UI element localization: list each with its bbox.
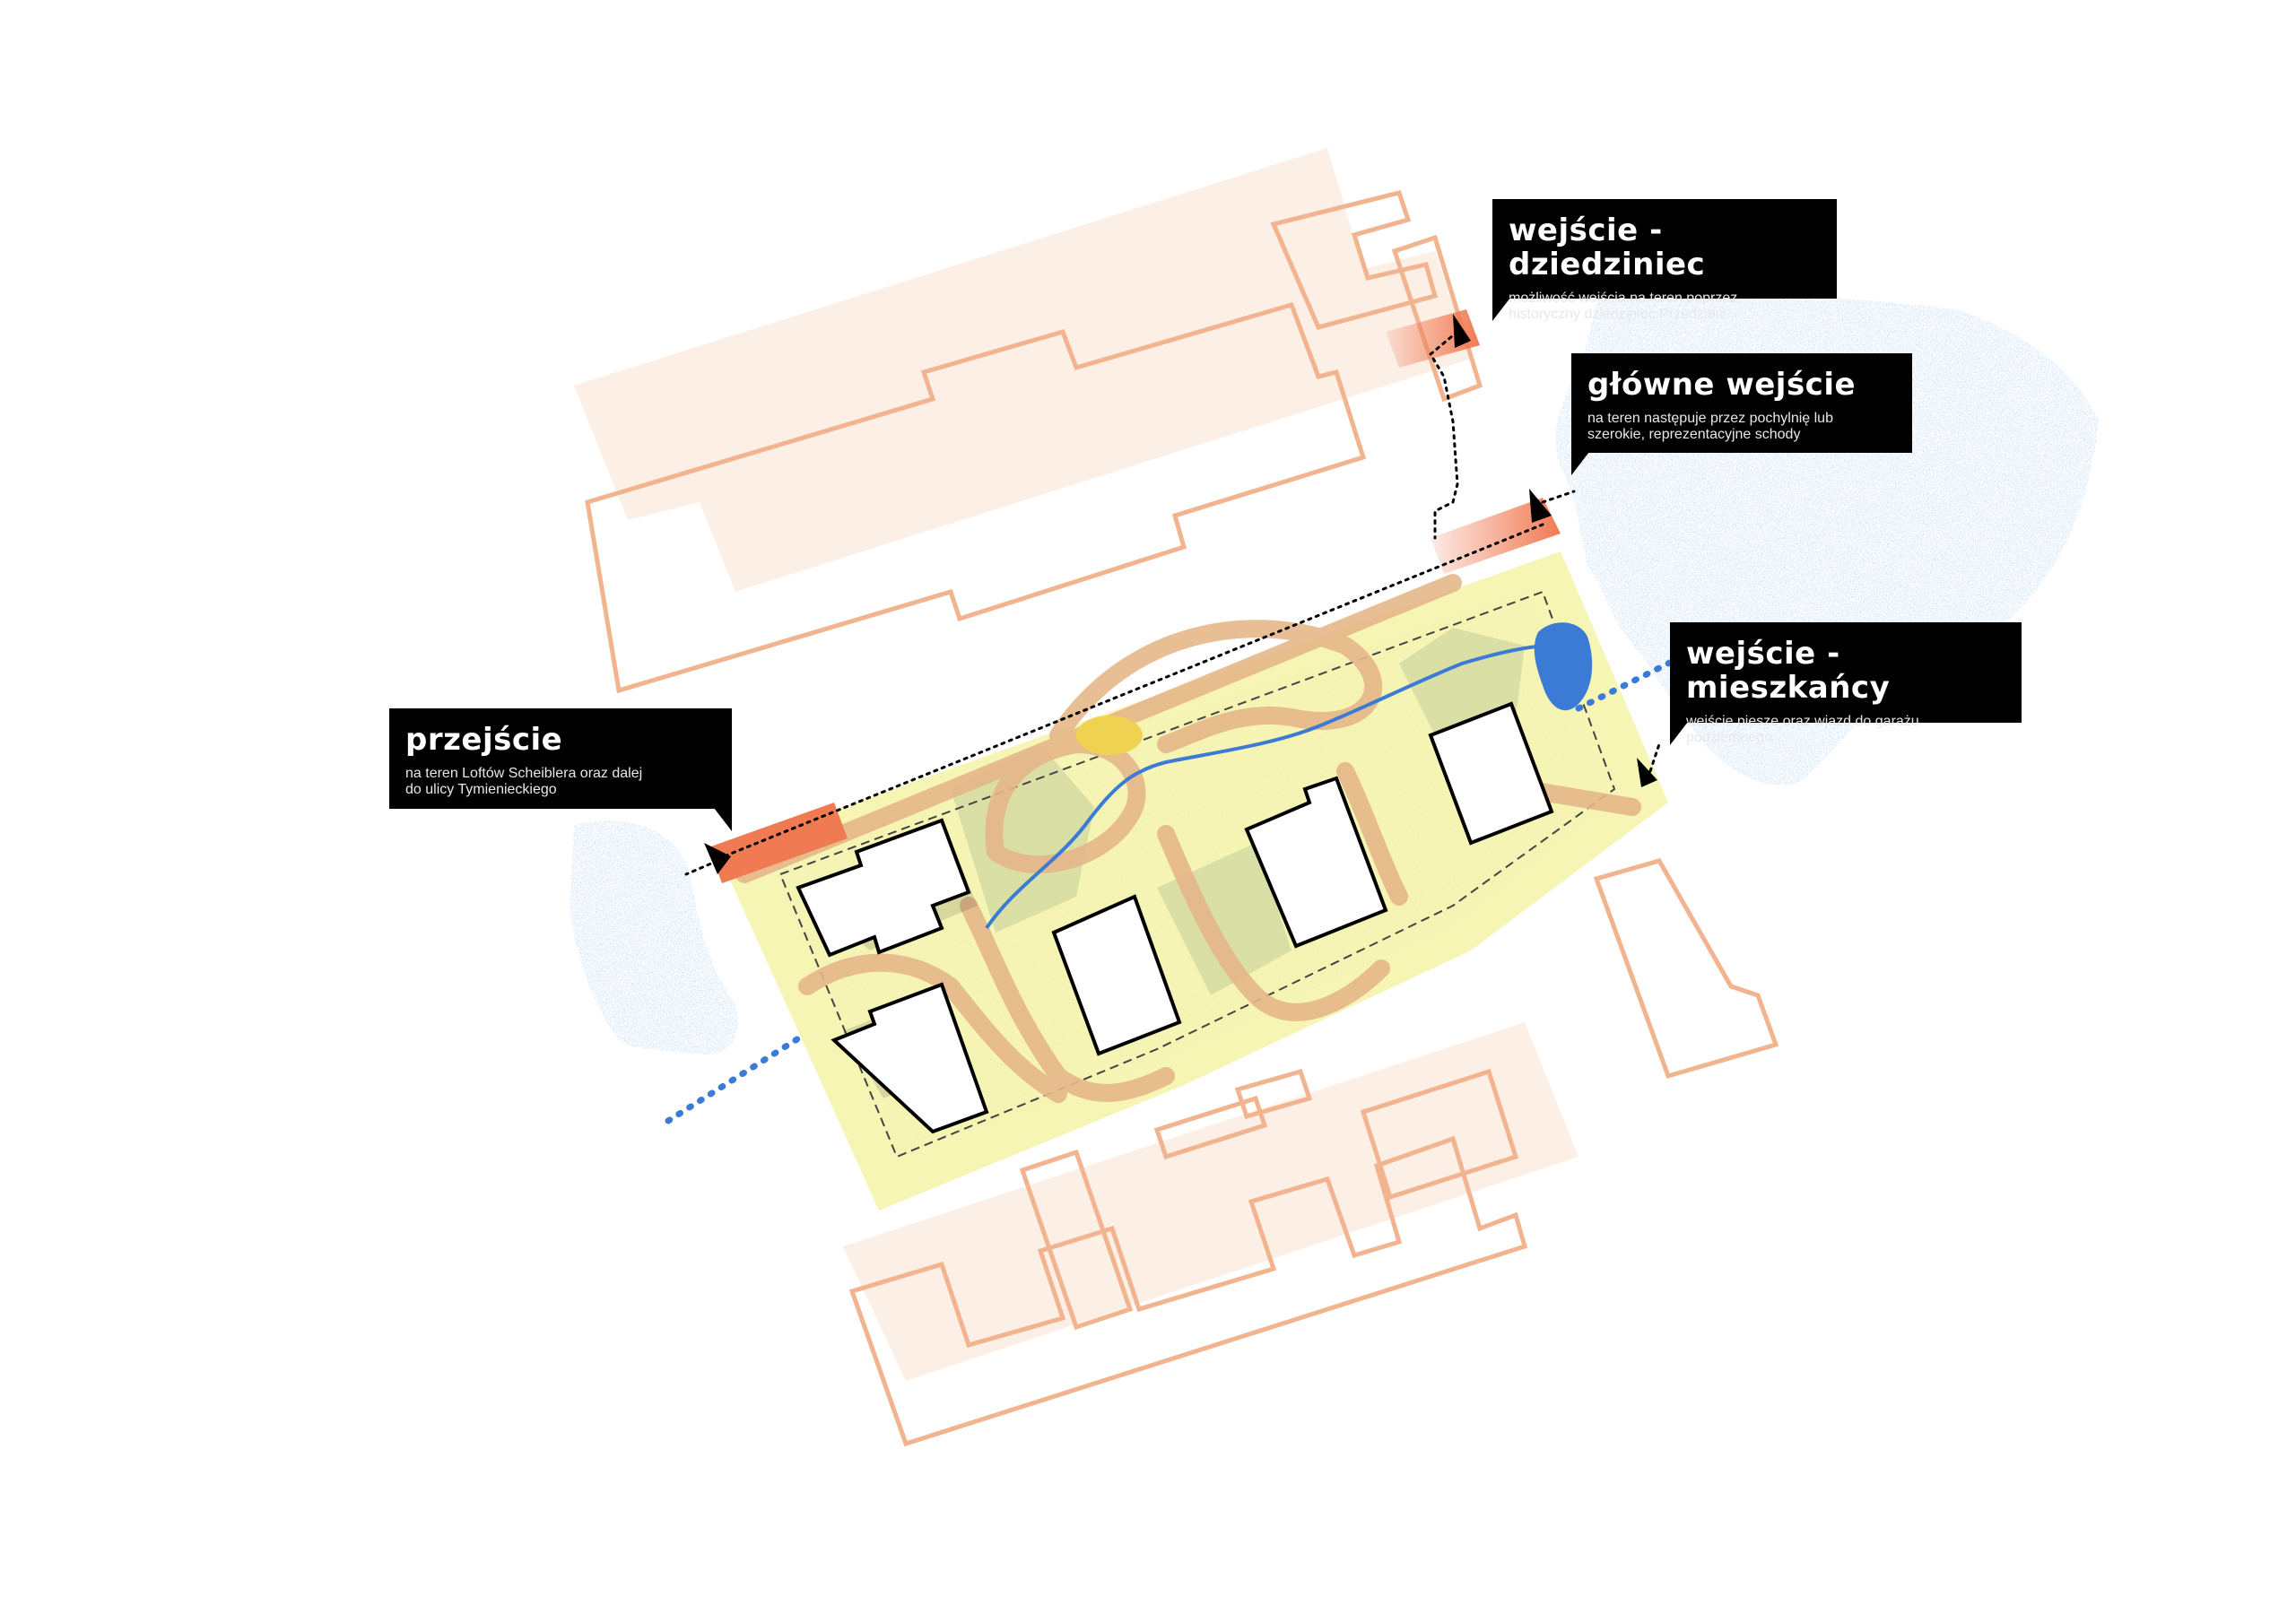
neighbor-buildings [574,148,1779,1447]
pond [1534,622,1593,711]
path-east-link [1336,762,1408,906]
neighbor-south-outline-4 [1234,1068,1313,1120]
connector-courtyard [1429,330,1459,540]
callout-residents-line2: podziemnego [1686,730,1773,745]
yellow-water-feature [1076,716,1143,755]
callout-courtyard-line2: historyczny dziedziniec Przędzalni [1509,307,1726,322]
neighbor-north-complex [574,148,1471,592]
building-4 [1244,776,1388,949]
neighbor-north-outline-2 [1270,190,1439,330]
green-zone-1 [951,744,1094,933]
connector-passage [684,859,719,876]
neighbor-south-outline-1 [848,1135,1528,1447]
callout-passage-line1: na teren Loftów Scheiblera oraz dalej [405,766,643,781]
connector-north-edge [716,523,1544,861]
triangle-flag-icon [1637,758,1657,787]
building-1 [796,818,978,958]
connector-residents [1648,742,1661,773]
loop-path-central [985,735,1146,873]
callout-passage: przejście na teren Loftów Scheiblera ora… [389,708,732,809]
callout-courtyard-line1: możliwość wejścia na teren poprzez [1509,291,1738,306]
building-5 [1428,701,1554,846]
neighbor-south-outline-3 [1153,1095,1268,1160]
connector-lines [684,330,1661,876]
building-5-footprint [1428,701,1554,846]
callout-courtyard-title: wejście -dziedziniec [1509,213,1706,282]
callout-passage-title: przejście [405,722,563,758]
loop-path-east [1049,620,1383,753]
callout-courtyard-pointer [1492,298,1510,321]
building-4-footprint [1244,776,1388,949]
entrance-passage-band [709,803,848,883]
building-1-footprint [796,818,971,958]
path-south-west [798,953,1067,1103]
residential-buildings [796,701,1554,1134]
pedestrian-line-west [665,1032,806,1124]
callout-main-line1: na teren następuje przez pochylnię lub [1587,411,1833,426]
building-3 [1051,894,1182,1056]
callout-residents-entrance: wejście - mieszkańcy wejście piesze oraz… [1670,622,2022,745]
neighbor-south-outline-2 [1019,1149,1134,1331]
neighbor-south-complex [843,1022,1578,1381]
entrance-main-band [1431,498,1561,574]
callout-passage-pointer [714,808,732,831]
property-line [778,590,1616,1159]
building-3-footprint [1051,894,1182,1056]
pedestrian-line-east [1575,655,1681,712]
triangle-flag-icon [1529,489,1552,523]
path-south-east [1157,825,1390,1021]
callout-passage-line2: do ulicy Tymienieckiego [405,782,557,797]
neighbor-south-outline-5 [1360,1068,1519,1201]
connector-main [1541,490,1576,504]
callout-main-entrance: główne wejście na teren następuje przez … [1571,353,1912,453]
neighbor-north-outline-1 [585,301,1367,694]
callout-main-title: główne wejście [1587,367,1857,403]
callout-main-pointer [1571,452,1589,475]
pedestrian-lines [665,655,1681,1124]
path-south-central [960,897,1175,1102]
building-2 [831,982,989,1134]
triangle-flag-icon [1453,314,1471,348]
water-area-west [570,820,738,1055]
callout-residents-title: wejście - mieszkańcy [1686,636,1891,706]
neighbor-east-building [1593,858,1779,1080]
stream [985,644,1552,930]
callout-residents-pointer [1670,722,1688,745]
building-2-footprint [831,982,989,1134]
callout-courtyard-entrance: wejście -dziedziniec możliwość wejścia n… [1492,199,1837,322]
water-features [985,622,1593,930]
callout-main-line2: szerokie, reprezentacyjne schody [1587,427,1801,442]
callout-residents-line1: wejście piesze oraz wjazd do garażu [1686,714,1919,729]
